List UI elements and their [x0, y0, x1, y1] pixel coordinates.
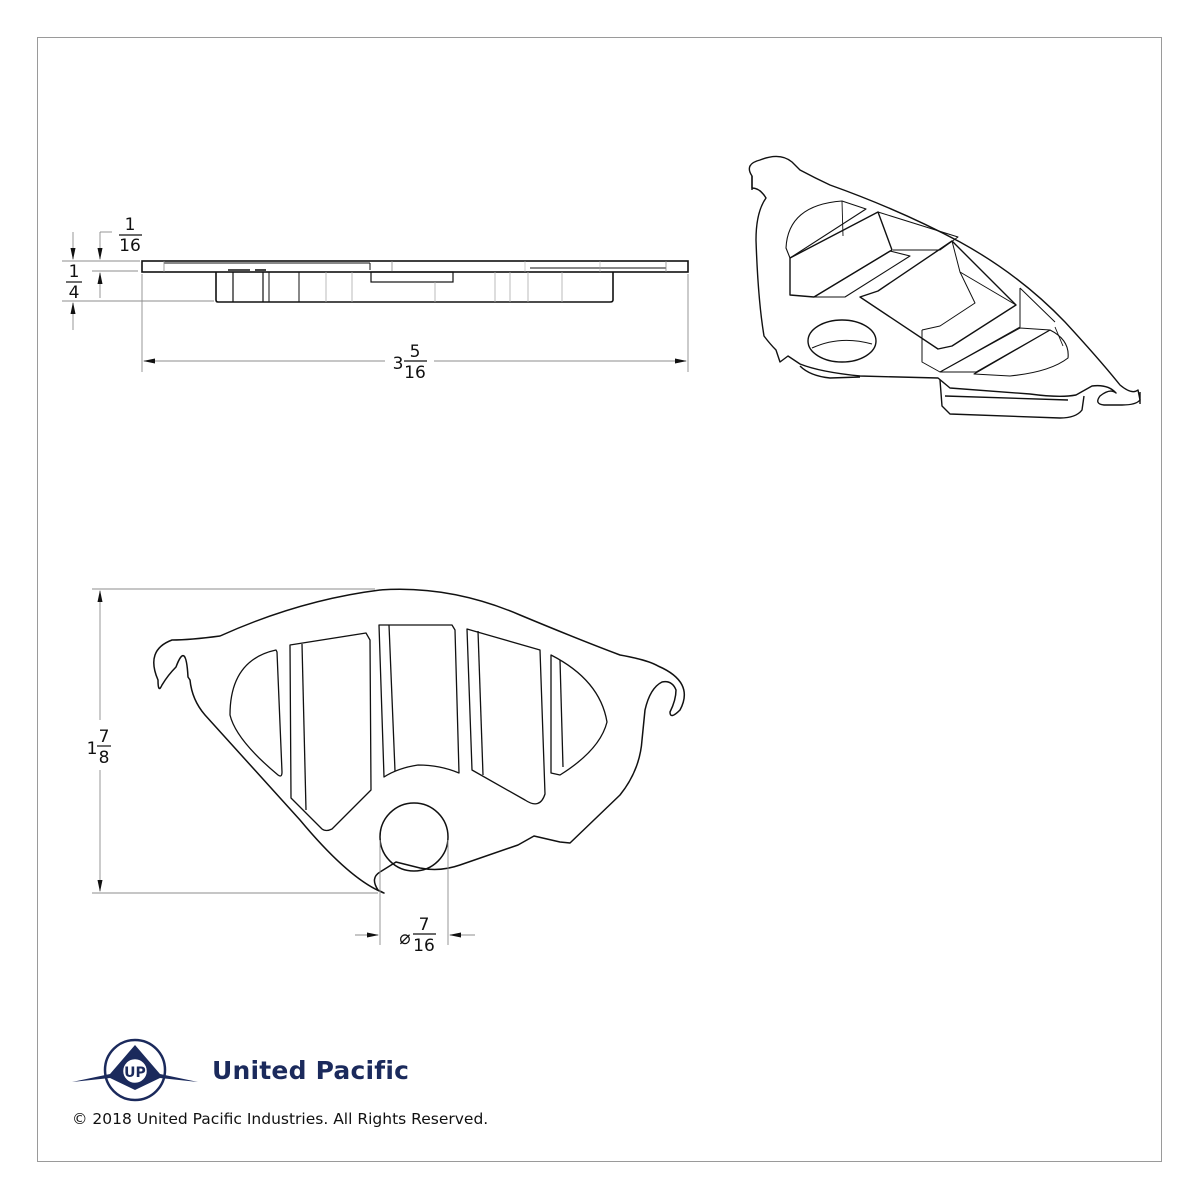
svg-text:5: 5 — [410, 342, 421, 362]
top-view — [153, 588, 685, 894]
svg-text:16: 16 — [413, 936, 435, 956]
dim-label-1-4: 1 4 — [66, 262, 82, 303]
dim-label-1-16: 1 16 — [119, 215, 142, 256]
dimension-lines-side — [62, 231, 689, 372]
drawing-frame — [37, 37, 1162, 1162]
dimension-lines-top — [92, 588, 475, 945]
svg-text:⌀: ⌀ — [399, 927, 410, 949]
dim-label-1-7-8: 1 7 8 — [87, 727, 111, 768]
united-pacific-logo-icon: UP — [72, 1038, 198, 1102]
copyright-text: © 2018 United Pacific Industries. All Ri… — [72, 1110, 489, 1128]
side-view — [141, 260, 689, 303]
dim-label-3-5-16: 3 5 16 — [393, 342, 427, 383]
svg-text:7: 7 — [99, 727, 110, 747]
dim-label-diameter-7-16: ⌀ 7 16 — [399, 915, 436, 956]
svg-text:1: 1 — [69, 262, 80, 282]
svg-text:7: 7 — [419, 915, 430, 935]
svg-text:8: 8 — [99, 748, 110, 768]
svg-text:1: 1 — [125, 215, 136, 235]
svg-text:UP: UP — [124, 1065, 146, 1081]
isometric-view — [748, 155, 1141, 419]
svg-text:3: 3 — [393, 354, 404, 374]
svg-text:1: 1 — [87, 739, 98, 759]
svg-text:4: 4 — [69, 283, 80, 303]
svg-text:16: 16 — [119, 236, 141, 256]
brand-name: United Pacific — [212, 1056, 410, 1085]
svg-text:16: 16 — [404, 363, 426, 383]
